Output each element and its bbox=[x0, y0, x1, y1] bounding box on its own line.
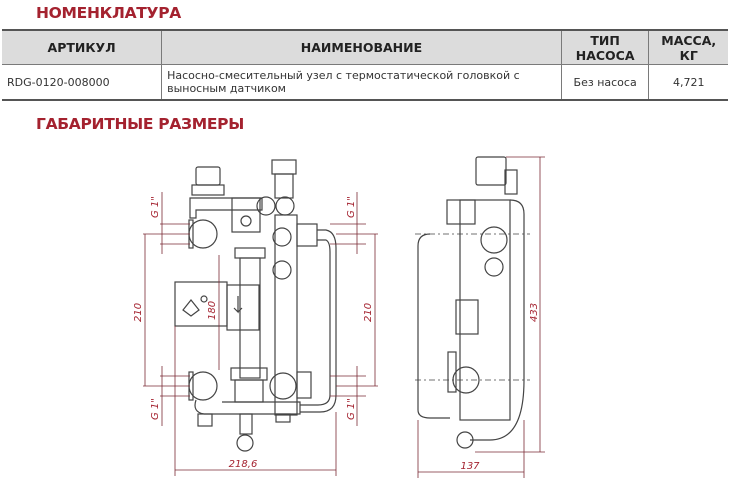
side-valve-top bbox=[484, 257, 504, 277]
valve-spindle bbox=[240, 215, 252, 227]
ball-valve-bottom-right bbox=[269, 372, 297, 400]
drain-right bbox=[275, 413, 291, 423]
air-vent-body bbox=[274, 173, 294, 199]
top-manifold bbox=[189, 197, 263, 219]
thermometer-left bbox=[256, 196, 276, 216]
side-body bbox=[459, 199, 511, 421]
pump-handle bbox=[182, 299, 200, 317]
side-air-vent bbox=[475, 156, 507, 186]
front-view bbox=[174, 159, 337, 452]
cell-article: RDG-0120-008000 bbox=[2, 64, 163, 101]
dim-width: 218,6 bbox=[229, 459, 258, 470]
table-row: RDG-0120-008000 Насосно-смесительный узе… bbox=[2, 64, 728, 101]
header-pump-type: ТИП НАСОСА bbox=[560, 29, 650, 65]
dim-side-height: 433 bbox=[529, 303, 540, 322]
dimensions-title: ГАБАРИТНЫЕ РАЗМЕРЫ bbox=[36, 115, 245, 133]
pump-union-top bbox=[234, 247, 266, 259]
mixing-valve-body bbox=[231, 197, 261, 233]
pump-screw bbox=[200, 295, 208, 303]
dim-thread-bottom-right: G 1" bbox=[346, 398, 357, 420]
return-valve-top bbox=[272, 227, 292, 247]
drain-valve bbox=[236, 434, 254, 452]
drain-valve-stem bbox=[239, 413, 253, 435]
thermometer-right bbox=[275, 196, 295, 216]
side-actuator bbox=[446, 199, 476, 225]
cell-name: Насосно-смесительный узел с термостатиче… bbox=[161, 64, 562, 101]
dim-height-left: 210 bbox=[133, 303, 144, 322]
flow-meter bbox=[226, 284, 260, 331]
nomenclature-title: НОМЕНКЛАТУРА bbox=[36, 4, 181, 22]
nomenclature-table: АРТИКУЛ НАИМЕНОВАНИЕ ТИП НАСОСА МАССА, К… bbox=[2, 29, 728, 101]
header-mass: МАССА, КГ bbox=[648, 29, 728, 65]
dim-thread-bottom-left: G 1" bbox=[150, 398, 161, 420]
cell-pump-type: Без насоса bbox=[560, 64, 650, 101]
dim-thread-top-left: G 1" bbox=[150, 196, 161, 218]
thermo-head-nut bbox=[191, 184, 225, 196]
cell-mass: 4,721 bbox=[648, 64, 728, 101]
side-union-top bbox=[480, 226, 508, 254]
thermo-head-top bbox=[195, 166, 221, 186]
side-drain bbox=[456, 431, 474, 449]
bottom-manifold-block bbox=[234, 379, 264, 403]
dim-thread-top-right: G 1" bbox=[346, 196, 357, 218]
union-nut-top-right bbox=[296, 223, 318, 247]
side-flange bbox=[447, 351, 457, 393]
supply-pipe bbox=[239, 257, 261, 379]
dim-side-depth: 137 bbox=[460, 461, 480, 472]
union-nut-bottom-right bbox=[296, 371, 312, 399]
side-sensor bbox=[504, 169, 518, 195]
air-vent-cap bbox=[271, 159, 297, 175]
bypass-pipe-inner bbox=[300, 239, 331, 406]
drain-left bbox=[197, 413, 213, 427]
side-view bbox=[417, 156, 525, 449]
flow-arrow-icon bbox=[233, 296, 243, 314]
bottom-manifold bbox=[194, 399, 301, 415]
bypass-pipe bbox=[300, 229, 337, 413]
side-bracket bbox=[417, 233, 450, 419]
return-pipe bbox=[274, 214, 298, 416]
side-pump-head bbox=[455, 299, 479, 335]
return-valve-middle bbox=[272, 260, 292, 280]
table-header-row: АРТИКУЛ НАИМЕНОВАНИЕ ТИП НАСОСА МАССА, К… bbox=[2, 29, 728, 65]
header-article: АРТИКУЛ bbox=[2, 29, 163, 65]
header-name: НАИМЕНОВАНИЕ bbox=[161, 29, 562, 65]
dim-inner-height: 180 bbox=[207, 301, 218, 320]
dim-height-right: 210 bbox=[363, 303, 374, 322]
dimensional-drawing: G 1" G 1" 210 180 G 1" G 1" 210 218,6 43… bbox=[133, 156, 545, 478]
